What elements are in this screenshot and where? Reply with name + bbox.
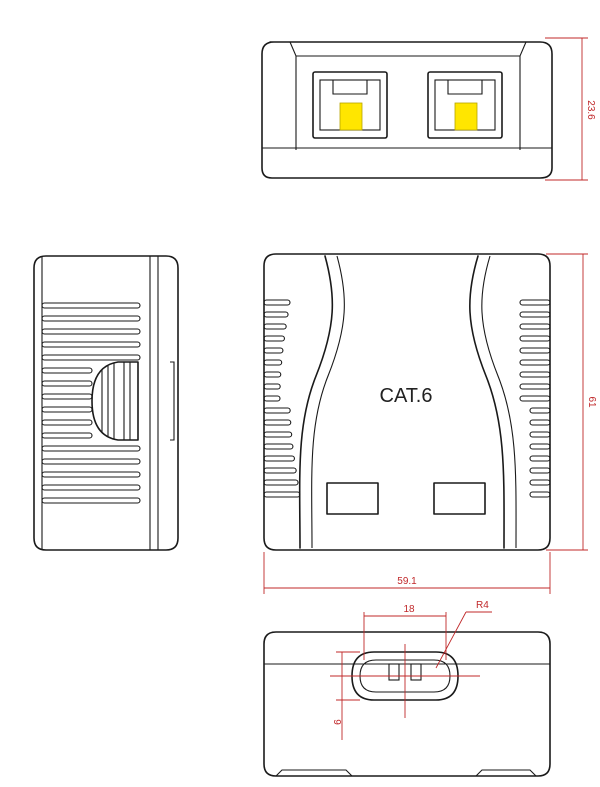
side-view [33,255,179,551]
front-rib-right [519,311,551,318]
side-rib [41,328,141,335]
side-rib [41,432,93,439]
front-rib-right [519,371,551,378]
bottom-view: 18 R4 9 [263,600,551,777]
dimension-slot-width: 18 [363,604,447,660]
front-rib-left [263,371,282,378]
front-rib-left [263,311,289,318]
dimension-slot-height: 9 [331,651,360,740]
front-rib-left [263,431,293,438]
front-rib-left [263,455,295,462]
dimension-width: 59.1 [263,552,551,594]
front-rib-left [263,383,281,390]
side-rib [41,302,141,309]
dimension-slot-radius: R4 [435,600,492,669]
front-rib-left [263,443,294,450]
front-panel [298,255,334,549]
front-rib-right [519,335,551,342]
front-rib-right [519,299,551,306]
rj45-port-right [427,71,503,139]
window-right [433,482,486,515]
side-clip [91,361,139,441]
contact-pins-right [454,102,478,131]
side-rib [41,393,93,400]
front-rib-right [529,419,551,426]
front-rib-left [263,467,297,474]
side-rib [41,315,141,322]
side-rib [41,380,93,387]
dimension-height-front: 61 [546,253,597,551]
front-rib-right [529,455,551,462]
top-view: 23.6 [261,37,596,181]
front-rib-right [519,347,551,354]
front-rib-right [529,491,551,498]
contact-pins-left [339,102,363,131]
front-rib-left [263,491,301,498]
front-rib-right [519,323,551,330]
side-rib [41,471,141,478]
front-rib-right [529,443,551,450]
front-rib-left [263,395,281,402]
front-rib-left [263,323,287,330]
front-rib-right [529,479,551,486]
front-rib-left [263,419,292,426]
front-rib-left [263,479,299,486]
side-rib [41,406,93,413]
dimension-slot-width-label: 18 [403,604,415,615]
dimension-height-front-label: 61 [586,396,597,408]
side-ventilation-ribs [41,302,141,504]
front-rib-left [263,299,291,306]
front-rib-right [529,467,551,474]
dimension-slot-radius-label: R4 [476,600,489,611]
side-rib [41,341,141,348]
window-left [326,482,379,515]
front-rib-right [519,359,551,366]
rj45-port-left [312,71,388,139]
side-rib [41,419,93,426]
front-rib-left [263,359,283,366]
side-rib [41,458,141,465]
dimension-width-label: 59.1 [397,576,417,587]
front-rib-right [529,431,551,438]
front-rib-left [263,407,291,414]
side-rib [41,484,141,491]
dimension-slot-height-label: 9 [331,719,342,725]
front-rib-right [529,407,551,414]
front-ribs-right [519,299,551,498]
side-rib [41,445,141,452]
side-rib [41,497,141,504]
dimension-height-top-label: 23.6 [585,100,596,120]
front-rib-right [519,395,551,402]
mounting-slot [351,651,459,701]
front-view: CAT.6 61 59.1 [263,253,597,594]
front-rib-right [519,383,551,390]
front-rib-left [263,347,284,354]
body-label: CAT.6 [380,385,433,407]
side-rib [41,354,141,361]
dimension-height-top: 23.6 [545,37,596,181]
side-rib [41,367,93,374]
front-rib-left [263,335,285,342]
front-ribs-left [263,299,301,498]
